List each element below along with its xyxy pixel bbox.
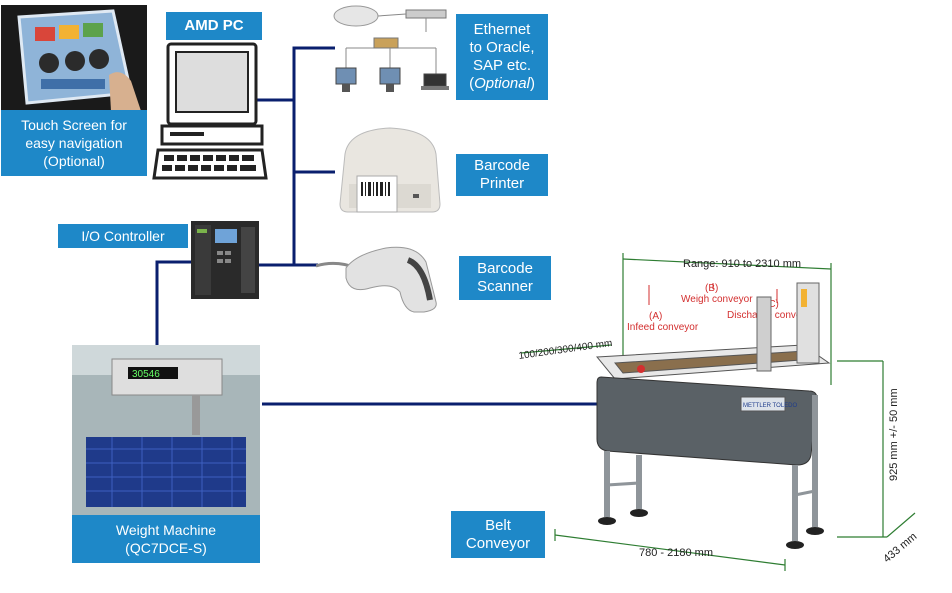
width-dimension xyxy=(520,344,612,354)
infeed-tag: (A) xyxy=(649,311,662,322)
ethernet-line-4: (Optional) xyxy=(469,75,535,92)
weigh-text: Weigh conveyor xyxy=(681,294,753,305)
discharge-text: Discharge conveyor xyxy=(727,310,816,321)
touch-screen-line-3: (Optional) xyxy=(43,153,105,169)
belt-conveyor-label: Belt Conveyor xyxy=(451,511,545,558)
barcode-printer-icon xyxy=(335,124,445,220)
weight-machine-photo: 30546 xyxy=(72,345,260,515)
ethernet-line-3: SAP etc. xyxy=(472,57,532,74)
range-dimension xyxy=(622,253,832,385)
belt-conveyor-line-1: Belt xyxy=(485,516,511,534)
depth-dimension xyxy=(886,512,916,538)
ethernet-line-2: to Oracle, xyxy=(469,39,535,56)
io-controller-icon xyxy=(191,219,259,301)
svg-text:30546: 30546 xyxy=(132,369,160,380)
infeed-text: Infeed conveyor xyxy=(627,322,699,333)
weight-machine-line-1: Weight Machine xyxy=(115,522,217,538)
height-dimension xyxy=(837,360,887,538)
amd-pc-text: AMD PC xyxy=(184,17,244,34)
amd-pc-label: AMD PC xyxy=(166,12,262,40)
belt-conveyor-line-2: Conveyor xyxy=(465,534,531,552)
weight-machine-line-2: (QC7DCE-S) xyxy=(125,540,207,556)
pc-computer-icon xyxy=(150,40,268,182)
ethernet-line-1: Ethernet xyxy=(473,21,531,38)
brand-plate: METTLER TOLEDO xyxy=(743,403,797,409)
legs xyxy=(604,395,818,541)
barcode-printer-label: Barcode Printer xyxy=(456,154,548,196)
barcode-scanner-icon xyxy=(315,236,446,316)
barcode-scanner-line-1: Barcode xyxy=(477,260,533,277)
touch-screen-line-2: easy navigation xyxy=(25,135,123,151)
touch-screen-photo xyxy=(1,5,147,111)
belt-conveyor-drawing: Range: 910 to 2310 mm 100/200/300/400 mm… xyxy=(518,253,919,571)
network-diagram-icon xyxy=(326,2,454,104)
barcode-scanner-label: Barcode Scanner xyxy=(459,256,551,300)
io-controller-text: I/O Controller xyxy=(81,228,165,244)
touch-screen-line-1: Touch Screen for xyxy=(21,117,127,133)
length-dimension xyxy=(554,529,786,571)
weight-machine-label: Weight Machine (QC7DCE-S) xyxy=(72,515,260,563)
depth-text: 433 mm xyxy=(881,531,919,566)
height-text: 925 mm +/- 50 mm xyxy=(888,388,900,481)
io-controller-label: I/O Controller xyxy=(58,224,188,248)
weigh-tag: (B) xyxy=(705,283,718,294)
barcode-printer-line-1: Barcode xyxy=(474,157,530,174)
ethernet-label: Ethernet to Oracle, SAP etc. (Optional) xyxy=(456,14,548,100)
range-text: Range: 910 to 2310 mm xyxy=(683,258,801,270)
callout-lines xyxy=(648,283,778,305)
touch-screen-label: Touch Screen for easy navigation (Option… xyxy=(1,110,147,176)
discharge-tag: (C) xyxy=(765,299,779,310)
barcode-scanner-line-2: Scanner xyxy=(477,278,533,295)
ethernet-optional: Optional xyxy=(474,75,530,92)
length-text: 780 - 2180 mm xyxy=(639,547,713,559)
barcode-printer-line-2: Printer xyxy=(479,175,525,192)
